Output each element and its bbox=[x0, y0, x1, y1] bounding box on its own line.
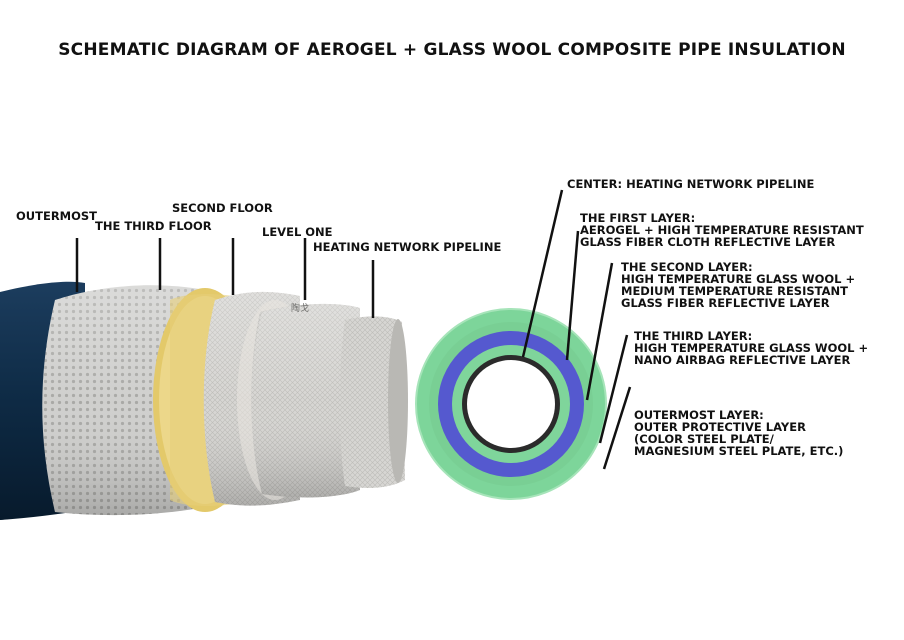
outermost-layer-line4: MAGNESIUM STEEL PLATE, ETC.) bbox=[634, 444, 844, 458]
second-layer-line1: THE SECOND LAYER: bbox=[621, 260, 753, 274]
second-layer-line4: GLASS FIBER REFLECTIVE LAYER bbox=[621, 296, 830, 310]
label-outermost: OUTERMOST bbox=[16, 209, 98, 223]
second-layer-line3: MEDIUM TEMPERATURE RESISTANT bbox=[621, 284, 848, 298]
pointer-outermost-layer bbox=[602, 386, 632, 470]
label-center: CENTER: HEATING NETWORK PIPELINE bbox=[567, 178, 814, 190]
label-center-text: CENTER: HEATING NETWORK PIPELINE bbox=[567, 177, 815, 191]
photo-watermark: 陶戈 bbox=[291, 304, 310, 314]
label-third-layer: THE THIRD LAYER: HIGH TEMPERATURE GLASS … bbox=[634, 330, 868, 366]
pointer-third-layer bbox=[598, 334, 629, 444]
diagram-title: SCHEMATIC DIAGRAM OF AEROGEL + GLASS WOO… bbox=[58, 40, 846, 60]
first-layer-line1: THE FIRST LAYER: bbox=[580, 211, 696, 225]
third-layer-line1: THE THIRD LAYER: bbox=[634, 329, 753, 343]
pipe-bore bbox=[467, 360, 555, 448]
label-third-floor: THE THIRD FLOOR bbox=[95, 219, 212, 233]
label-second-layer: THE SECOND LAYER: HIGH TEMPERATURE GLASS… bbox=[621, 261, 855, 309]
pointer-first-layer bbox=[565, 230, 580, 361]
second-layer-line2: HIGH TEMPERATURE GLASS WOOL + bbox=[621, 272, 856, 286]
inner-pipe-end bbox=[339, 316, 405, 488]
first-layer-line3: GLASS FIBER CLOTH REFLECTIVE LAYER bbox=[580, 235, 836, 249]
outermost-layer-line1: OUTERMOST LAYER: bbox=[634, 408, 764, 422]
pointer-center bbox=[521, 189, 564, 358]
label-first-layer: THE FIRST LAYER: AEROGEL + HIGH TEMPERAT… bbox=[580, 212, 864, 248]
third-layer-line2: HIGH TEMPERATURE GLASS WOOL + bbox=[634, 341, 869, 355]
label-second-floor: SECOND FLOOR bbox=[172, 201, 273, 215]
label-outermost-layer: OUTERMOST LAYER: OUTER PROTECTIVE LAYER … bbox=[634, 409, 843, 457]
label-level-one: LEVEL ONE bbox=[262, 225, 333, 239]
outermost-layer-line3: (COLOR STEEL PLATE/ bbox=[634, 432, 774, 446]
outermost-layer-line2: OUTER PROTECTIVE LAYER bbox=[634, 420, 806, 434]
label-heating-network-pipeline: HEATING NETWORK PIPELINE bbox=[313, 240, 502, 254]
third-layer-line3: NANO AIRBAG REFLECTIVE LAYER bbox=[634, 353, 851, 367]
pointer-second-layer bbox=[585, 262, 614, 401]
first-layer-line2: AEROGEL + HIGH TEMPERATURE RESISTANT bbox=[580, 223, 864, 237]
